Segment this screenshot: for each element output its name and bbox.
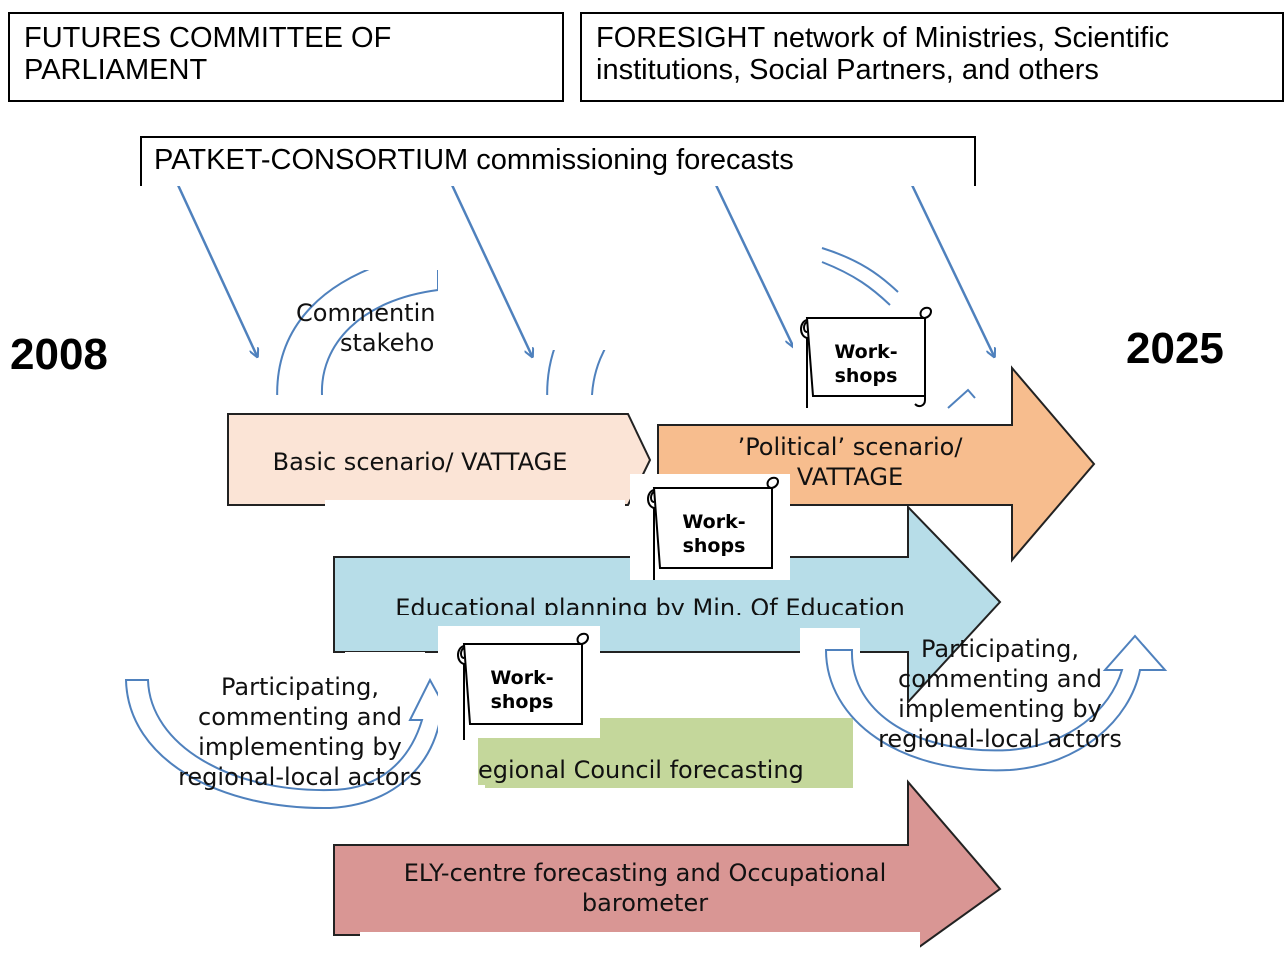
connector-arrows: [176, 184, 994, 356]
workshop-label-3-line1: Work-: [490, 667, 554, 689]
participating-right-arrow: [824, 634, 1168, 772]
patket-consortium-label: PATKET-CONSORTIUM commissioning forecast…: [154, 144, 794, 176]
participating-left-line4: regional-local actors: [178, 763, 422, 791]
end-year: 2025: [1126, 324, 1224, 373]
start-year: 2008: [10, 330, 108, 379]
participating-left-label: Participating, commenting and implementi…: [150, 672, 450, 792]
workshop-scroll-1: [793, 306, 933, 408]
participating-left-line1: Participating,: [220, 673, 379, 701]
workshop-label-1-line1: Work-: [834, 341, 898, 363]
patket-consortium-box: PATKET-CONSORTIUM commissioning forecast…: [140, 136, 976, 186]
commenting-label: Commentin stakeho: [296, 298, 435, 358]
futures-committee-box: FUTURES COMMITTEE OF PARLIAMENT: [8, 12, 564, 102]
participating-right-label: Participating, commenting and implementi…: [850, 634, 1150, 754]
participating-right-line1: Participating,: [920, 635, 1079, 663]
futures-committee-label: FUTURES COMMITTEE OF PARLIAMENT: [24, 22, 392, 86]
workshop-scroll-3: [438, 626, 600, 740]
foresight-network-box: FORESIGHT network of Ministries, Scienti…: [580, 12, 1284, 102]
foresight-network-label: FORESIGHT network of Ministries, Scienti…: [596, 22, 1170, 86]
educational-planning-label: Educational planning by Min. Of Educatio…: [395, 594, 905, 615]
participating-right-line4: regional-local actors: [878, 725, 1122, 753]
workshop-label-2-line2: shops: [682, 535, 746, 557]
workshop-label-2: Work- shops: [674, 510, 754, 558]
commenting-label-line1: Commentin: [296, 299, 436, 327]
ely-centre-line2: barometer: [581, 889, 709, 917]
participating-left-line3: implementing by: [198, 733, 402, 761]
participating-right-line2: commenting and: [898, 665, 1102, 693]
workshop-label-3-line2: shops: [490, 691, 554, 713]
participating-right-line3: implementing by: [898, 695, 1102, 723]
commenting-label-line2: stakeho: [340, 329, 435, 357]
educational-planning-arrow: [333, 504, 1002, 705]
small-corner-arrow: [947, 388, 976, 409]
basic-scenario-label: Basic scenario/ VATTAGE: [272, 448, 568, 476]
workshop-label-2-line1: Work-: [682, 511, 746, 533]
workshop-label-1: Work- shops: [826, 340, 906, 388]
participating-left-line2: commenting and: [198, 703, 402, 731]
ely-centre-label: ELY-centre forecasting and Occupational …: [360, 858, 930, 918]
ely-centre-line1: ELY-centre forecasting and Occupational: [403, 859, 887, 887]
workshop-scroll-2: [630, 474, 790, 580]
workshop-label-3: Work- shops: [482, 666, 562, 714]
commenting-curved-arrow-3: [821, 247, 899, 306]
political-scenario-label: ’Political’ scenario/ VATTAGE: [700, 432, 1000, 492]
political-scenario-line2: VATTAGE: [796, 463, 904, 491]
workshop-label-1-line2: shops: [834, 365, 898, 387]
regional-council-label: egional Council forecasting: [478, 756, 804, 784]
political-scenario-line1: ’Political’ scenario/: [737, 433, 963, 461]
